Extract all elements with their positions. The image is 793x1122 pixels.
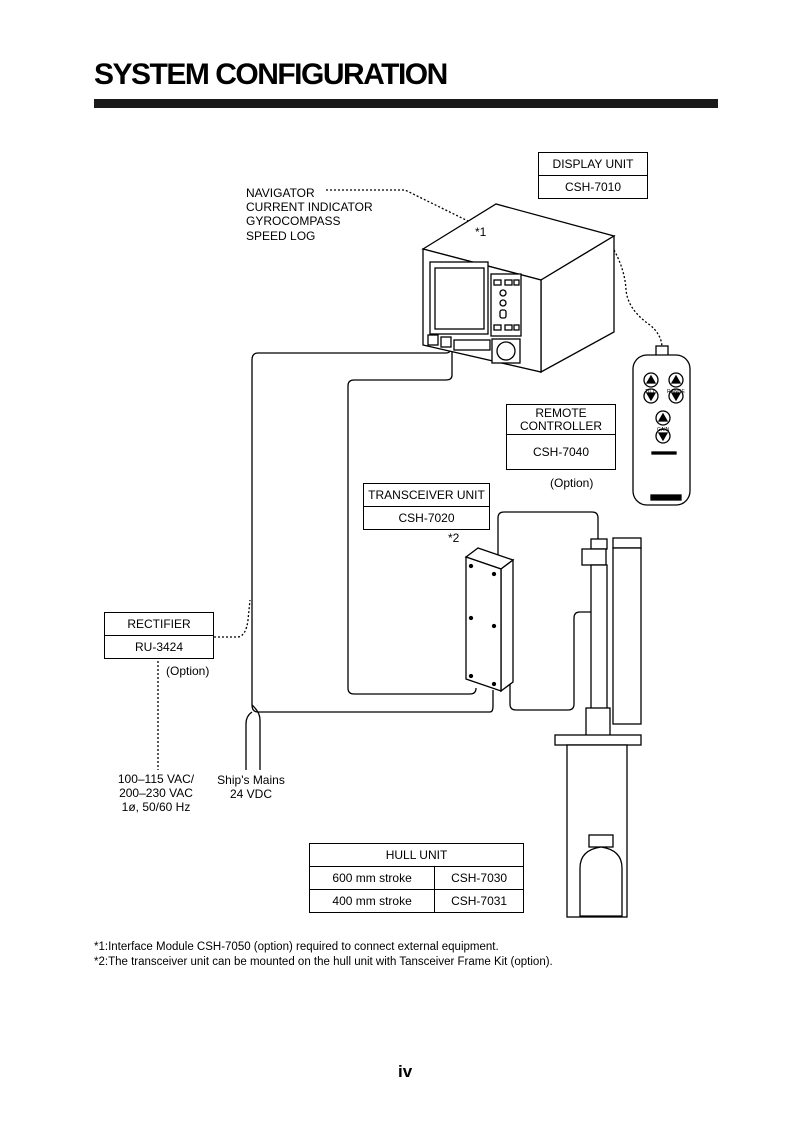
remote-controller-option: (Option) <box>550 476 594 490</box>
remote-controller-name-line2: CONTROLLER <box>519 419 602 433</box>
remote-key-range: RANGE <box>667 389 685 395</box>
rectifier-option: (Option) <box>166 664 210 678</box>
input-current-indicator: CURRENT INDICATOR <box>246 200 373 214</box>
transceiver-unit-drawing <box>464 547 515 693</box>
remote-controller-model: CSH-7040 <box>507 434 615 469</box>
ac-power-line2: 200–230 VAC <box>119 786 193 800</box>
display-unit-name: DISPLAY UNIT <box>552 157 634 171</box>
table-row: 600 mm stroke CSH-7030 <box>308 866 524 890</box>
transceiver-unit-box: TRANSCEIVER UNIT CSH-7020 <box>363 483 490 530</box>
ships-mains-line1: Ship's Mains <box>217 773 285 787</box>
ships-mains-cable <box>251 704 261 770</box>
hull-model-7030: CSH-7030 <box>434 866 524 890</box>
ac-power-line1: 100–115 VAC/ <box>117 772 195 786</box>
rectifier-box: RECTIFIER RU-3424 <box>104 612 214 659</box>
input-gyrocompass: GYROCOMPASS <box>246 214 341 228</box>
ships-mains-label: Ship's Mains 24 VDC <box>210 773 292 801</box>
display-transceiver-cable <box>347 345 477 695</box>
input-speed-log: SPEED LOG <box>246 229 316 243</box>
footnote-1: *1:Interface Module CSH-7050 (option) re… <box>94 941 499 953</box>
ac-power-label: 100–115 VAC/ 200–230 VAC 1ø, 50/60 Hz <box>108 772 204 814</box>
table-row: 400 mm stroke CSH-7031 <box>308 889 524 913</box>
rectifier-name: RECTIFIER <box>127 617 191 631</box>
remote-key-tilt: TILT <box>645 389 655 395</box>
hull-stroke-400: 400 mm stroke <box>308 889 436 913</box>
rectifier-dotted-line <box>214 599 251 638</box>
footnotes: *1:Interface Module CSH-7050 (option) re… <box>94 940 553 970</box>
hull-unit-drawing <box>554 537 642 918</box>
note1-marker: *1 <box>475 225 487 239</box>
hull-unit-table: HULL UNIT 600 mm stroke CSH-7030 400 mm … <box>308 843 524 913</box>
ships-mains-line2: 24 VDC <box>229 787 273 801</box>
remote-controller-name-line1: REMOTE <box>535 406 587 420</box>
transceiver-unit-model: CSH-7020 <box>364 506 489 529</box>
transceiver-hull-cable <box>497 511 599 560</box>
note2-marker: *2 <box>448 531 460 545</box>
hull-unit-name: HULL UNIT <box>309 843 524 867</box>
remote-controller-name: REMOTE CONTROLLER <box>507 405 615 434</box>
remote-dotted-cable <box>613 249 663 349</box>
hull-cable-2 <box>509 611 592 711</box>
title-rule <box>94 99 718 108</box>
hull-stroke-600: 600 mm stroke <box>308 866 436 890</box>
remote-controller-drawing <box>632 345 691 506</box>
remote-key-gain: GAIN <box>657 427 670 433</box>
input-navigator: NAVIGATOR <box>246 186 315 200</box>
page-title: SYSTEM CONFIGURATION <box>94 58 448 91</box>
rectifier-model: RU-3424 <box>105 635 213 658</box>
display-unit-drawing <box>421 203 616 374</box>
hull-model-7031: CSH-7031 <box>434 889 524 913</box>
power-cable <box>251 345 494 713</box>
transceiver-unit-name: TRANSCEIVER UNIT <box>368 488 485 502</box>
display-unit-model: CSH-7010 <box>539 175 647 198</box>
footnote-2: *2:The transceiver unit can be mounted o… <box>94 956 553 968</box>
page-number: iv <box>398 1062 413 1081</box>
ac-power-line3: 1ø, 50/60 Hz <box>121 800 191 814</box>
remote-controller-box: REMOTE CONTROLLER CSH-7040 <box>506 404 616 470</box>
display-unit-box: DISPLAY UNIT CSH-7010 <box>538 152 648 199</box>
ships-mains-cable-3 <box>245 711 253 770</box>
